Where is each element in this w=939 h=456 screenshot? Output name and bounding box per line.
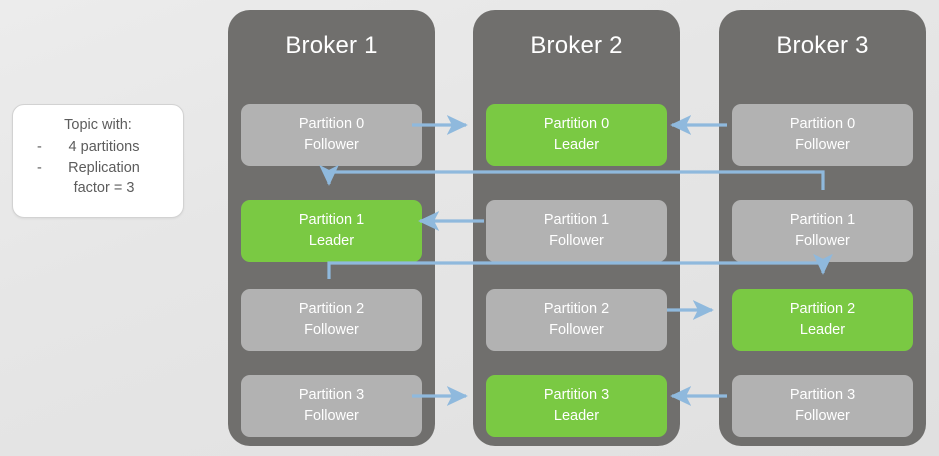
partition-role: Leader xyxy=(553,137,600,153)
partition-card-b1-p1[interactable]: Partition 1 Leader xyxy=(241,200,422,262)
partition-card-b1-p3[interactable]: Partition 3 Follower xyxy=(241,375,422,437)
partition-name: Partition 1 xyxy=(543,212,610,229)
topic-legend-item-partitions-label: 4 partitions xyxy=(68,139,140,156)
bullet-dash-icon: - xyxy=(37,139,42,156)
topic-legend-item-replication-label-a: Replication xyxy=(68,159,140,176)
broker-panel-1: Broker 1 Partition 0 Follower Partition … xyxy=(228,10,435,446)
partition-role: Leader xyxy=(308,233,355,249)
partition-name: Partition 2 xyxy=(298,301,365,318)
topic-legend-item-replication-label-b: factor = 3 xyxy=(73,180,135,197)
partition-card-b2-p1[interactable]: Partition 1 Follower xyxy=(486,200,667,262)
partition-card-b2-p3[interactable]: Partition 3 Leader xyxy=(486,375,667,437)
partition-name: Partition 1 xyxy=(789,212,856,229)
partition-card-b2-p0[interactable]: Partition 0 Leader xyxy=(486,104,667,166)
broker-title-2: Broker 2 xyxy=(530,32,623,59)
broker-title-3: Broker 3 xyxy=(776,32,869,59)
partition-role: Follower xyxy=(304,408,359,424)
partition-name: Partition 1 xyxy=(298,212,365,229)
topic-legend-item-replication: - Replication xyxy=(21,158,175,179)
partition-card-b2-p2[interactable]: Partition 2 Follower xyxy=(486,289,667,351)
partition-card-b3-p1[interactable]: Partition 1 Follower xyxy=(732,200,913,262)
topic-legend-callout: Topic with: - 4 partitions - Replication… xyxy=(12,104,184,218)
partition-name: Partition 0 xyxy=(789,116,856,133)
partition-role: Follower xyxy=(304,137,359,153)
partition-role: Follower xyxy=(795,408,850,424)
partition-role: Follower xyxy=(795,137,850,153)
partition-role: Follower xyxy=(795,233,850,249)
bullet-dash-icon: - xyxy=(37,159,42,176)
partition-card-b3-p3[interactable]: Partition 3 Follower xyxy=(732,375,913,437)
partition-role: Follower xyxy=(549,322,604,338)
partition-role: Leader xyxy=(553,408,600,424)
topic-legend-item-partitions: - 4 partitions xyxy=(21,137,175,158)
partition-name: Partition 0 xyxy=(298,116,365,133)
partition-card-b1-p2[interactable]: Partition 2 Follower xyxy=(241,289,422,351)
partition-role: Follower xyxy=(304,322,359,338)
partition-name: Partition 2 xyxy=(543,301,610,318)
partition-name: Partition 3 xyxy=(789,387,856,404)
partition-name: Partition 3 xyxy=(543,387,610,404)
topic-legend-item-replication-cont: factor = 3 xyxy=(21,178,175,199)
partition-card-b3-p2[interactable]: Partition 2 Leader xyxy=(732,289,913,351)
broker-title-1: Broker 1 xyxy=(285,32,378,59)
partition-name: Partition 2 xyxy=(789,301,856,318)
broker-panel-2: Broker 2 Partition 0 Leader Partition 1 … xyxy=(473,10,680,446)
topic-legend-title: Topic with: xyxy=(64,117,132,133)
broker-panel-3: Broker 3 Partition 0 Follower Partition … xyxy=(719,10,926,446)
partition-role: Leader xyxy=(799,322,846,338)
partition-card-b1-p0[interactable]: Partition 0 Follower xyxy=(241,104,422,166)
partition-card-b3-p0[interactable]: Partition 0 Follower xyxy=(732,104,913,166)
partition-role: Follower xyxy=(549,233,604,249)
topic-legend-list: - 4 partitions - Replication factor = 3 xyxy=(21,137,175,199)
partition-name: Partition 0 xyxy=(543,116,610,133)
partition-name: Partition 3 xyxy=(298,387,365,404)
